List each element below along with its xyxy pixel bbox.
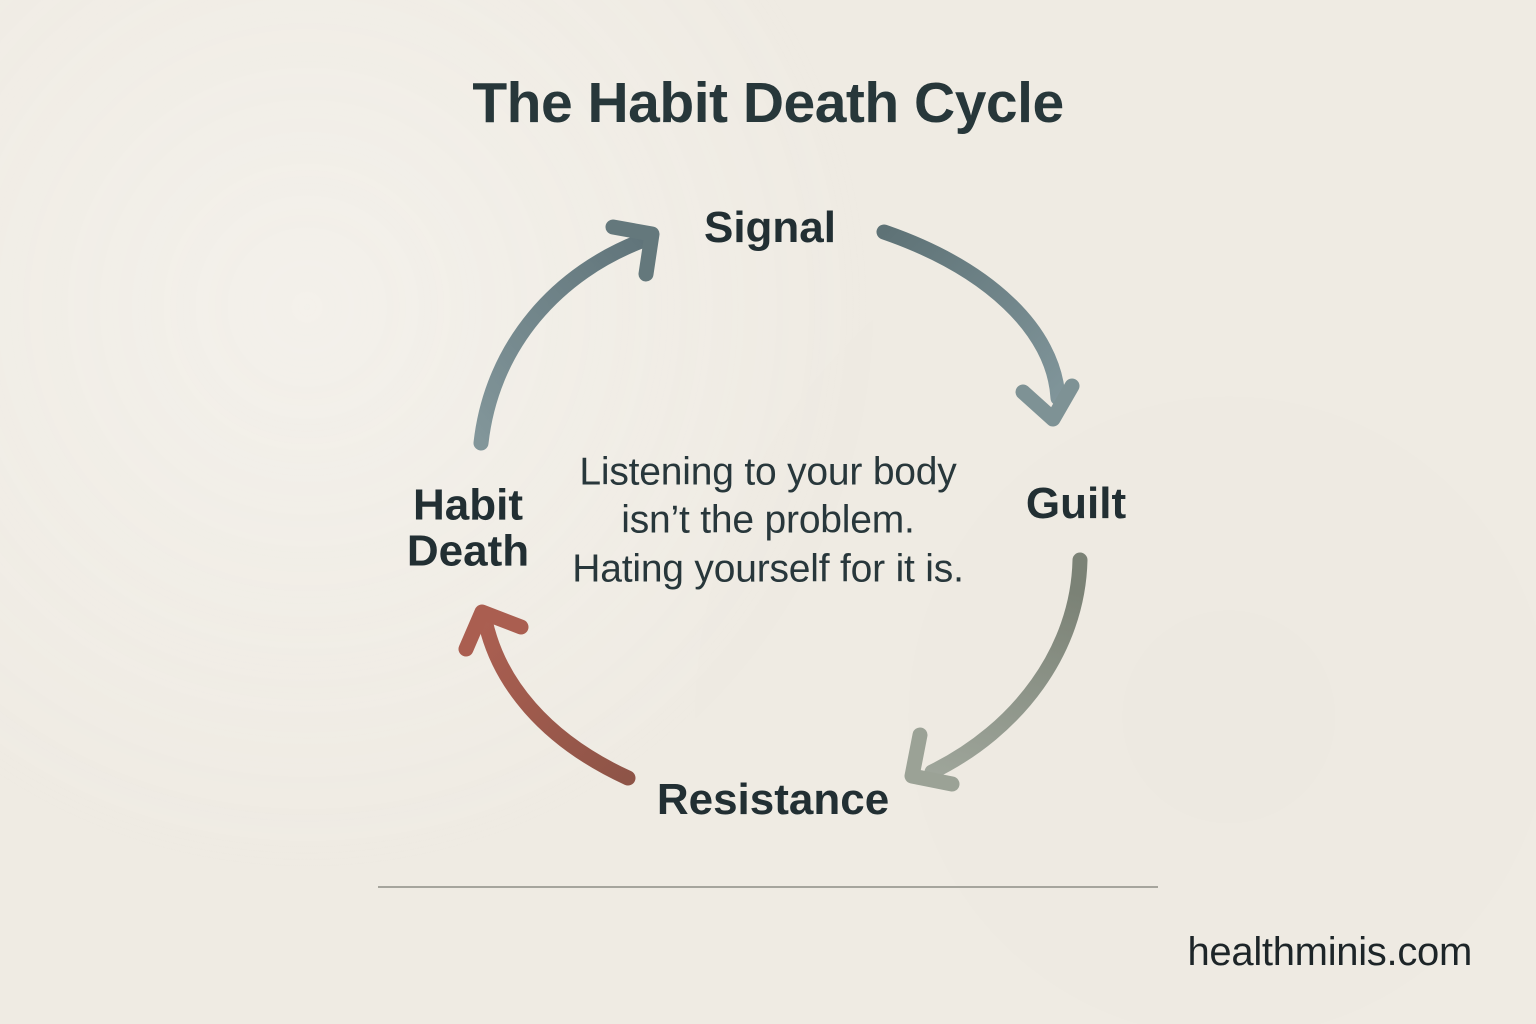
footer-divider xyxy=(378,886,1158,888)
arrow-habit-death-to-signal xyxy=(473,219,660,451)
site-attribution: healthminis.com xyxy=(1187,930,1472,974)
arrow-resistance-to-habit-death xyxy=(458,604,636,786)
arrow-guilt-to-resistance xyxy=(904,552,1088,792)
cycle-node-resistance: Resistance xyxy=(656,775,890,825)
cycle-node-guilt: Guilt xyxy=(1025,479,1127,529)
page-title: The Habit Death Cycle xyxy=(472,71,1064,135)
cycle-node-habit-death: Habit Death xyxy=(406,480,530,575)
arrow-signal-to-guilt xyxy=(876,224,1080,427)
cycle-node-signal: Signal xyxy=(703,203,837,253)
center-quote-text: Listening to your body isn’t the problem… xyxy=(572,450,964,591)
